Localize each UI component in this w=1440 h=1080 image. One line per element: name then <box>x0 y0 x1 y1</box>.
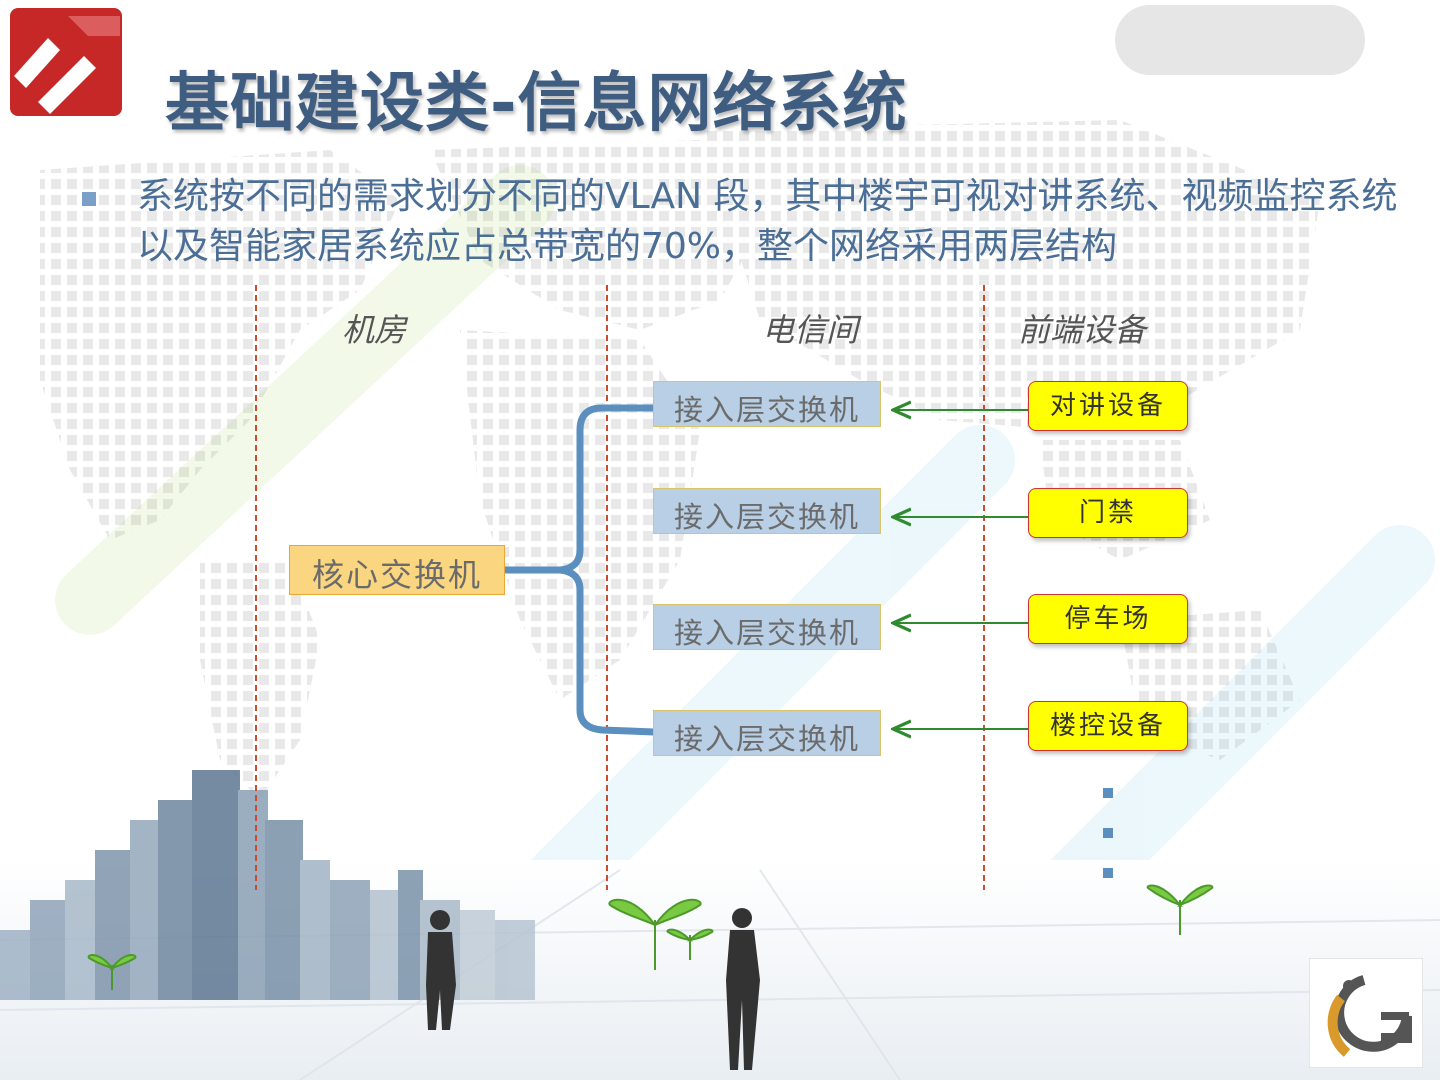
column-header-front-devices: 前端设备 <box>1018 311 1147 349</box>
brace-connector <box>502 404 658 736</box>
people-silhouettes <box>426 908 760 1070</box>
access-switch-box: 接入层交换机 <box>653 488 881 534</box>
continuation-dot <box>1103 868 1113 878</box>
access-switch-box: 接入层交换机 <box>653 604 881 650</box>
device-box-parking: 停车场 <box>1028 594 1188 644</box>
bullet-marker <box>82 192 96 206</box>
access-switch-box: 接入层交换机 <box>653 381 881 427</box>
slide-title: 基础建设类-信息网络系统 <box>165 67 908 141</box>
device-box-building-control: 楼控设备 <box>1028 701 1188 751</box>
corner-logo-icon <box>1309 958 1423 1068</box>
continuation-dot <box>1103 788 1113 798</box>
column-header-server-room: 机房 <box>342 311 407 349</box>
device-box-intercom: 对讲设备 <box>1028 381 1188 431</box>
continuation-dot <box>1103 828 1113 838</box>
core-switch-box: 核心交换机 <box>289 545 505 595</box>
city-skyline <box>0 770 535 1000</box>
bullet-text: 系统按不同的需求划分不同的VLAN 段，其中楼宇可视对讲系统、视频监控系统以及智… <box>137 176 1398 267</box>
access-switch-box: 接入层交换机 <box>653 710 881 756</box>
company-logo-icon <box>10 8 122 116</box>
column-header-telecom-room: 电信间 <box>762 311 859 349</box>
sprouts <box>87 884 1214 990</box>
device-box-access-control: 门禁 <box>1028 488 1188 538</box>
